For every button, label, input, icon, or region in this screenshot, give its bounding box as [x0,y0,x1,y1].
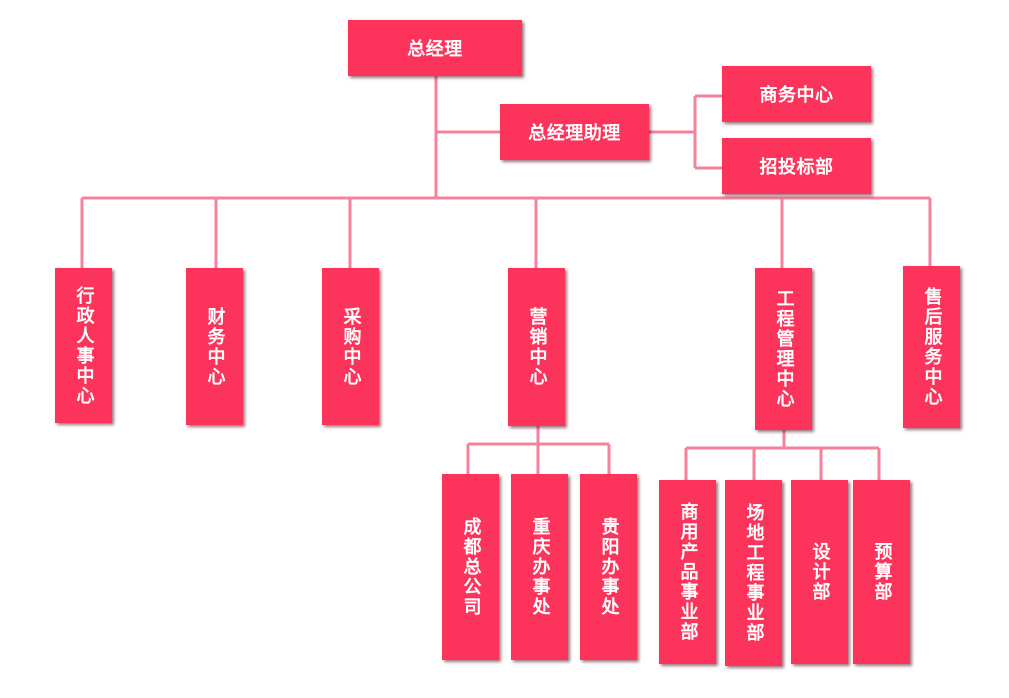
bidding-department-label: 招投标部 [759,157,834,178]
after-sales-center-box: 售后服务中心 [903,266,960,428]
procurement-center-label: 采购中心 [340,306,362,387]
bidding-department-box: 招投标部 [722,138,871,194]
admin-hr-center-box: 行政人事中心 [55,268,112,423]
marketing-center-label: 营销中心 [526,307,548,387]
guiyang-office-label: 贵阳办事处 [598,517,620,617]
guiyang-office-box: 贵阳办事处 [580,474,637,660]
engineering-center-box: 工程管理中心 [755,268,812,430]
budget-department-box: 预算部 [853,480,910,664]
business-center-label: 商务中心 [759,85,834,106]
design-department-box: 设计部 [791,480,848,664]
procurement-center-box: 采购中心 [322,268,379,425]
gm-assistant-label: 总经理助理 [528,123,621,144]
chongqing-office-box: 重庆办事处 [511,474,568,660]
chongqing-office-label: 重庆办事处 [529,517,551,617]
design-department-label: 设计部 [809,542,831,602]
commercial-products-division-label: 商用产品事业部 [677,502,699,642]
finance-center-label: 财务中心 [204,306,226,387]
commercial-products-division-box: 商用产品事业部 [659,480,716,664]
chengdu-company-label: 成都总公司 [460,517,482,617]
gm-assistant-box: 总经理助理 [500,104,649,160]
venue-engineering-division-box: 场地工程事业部 [725,480,782,666]
general-manager-box: 总经理 [348,20,522,76]
business-center-box: 商务中心 [722,66,871,122]
admin-hr-center-label: 行政人事中心 [73,285,95,406]
general-manager-label: 总经理 [407,39,463,60]
after-sales-center-label: 售后服务中心 [921,287,943,407]
finance-center-box: 财务中心 [186,268,243,425]
engineering-center-label: 工程管理中心 [773,289,795,409]
marketing-center-box: 营销中心 [508,268,565,426]
budget-department-label: 预算部 [871,542,893,602]
venue-engineering-division-label: 场地工程事业部 [743,503,765,643]
chengdu-company-box: 成都总公司 [442,474,499,660]
